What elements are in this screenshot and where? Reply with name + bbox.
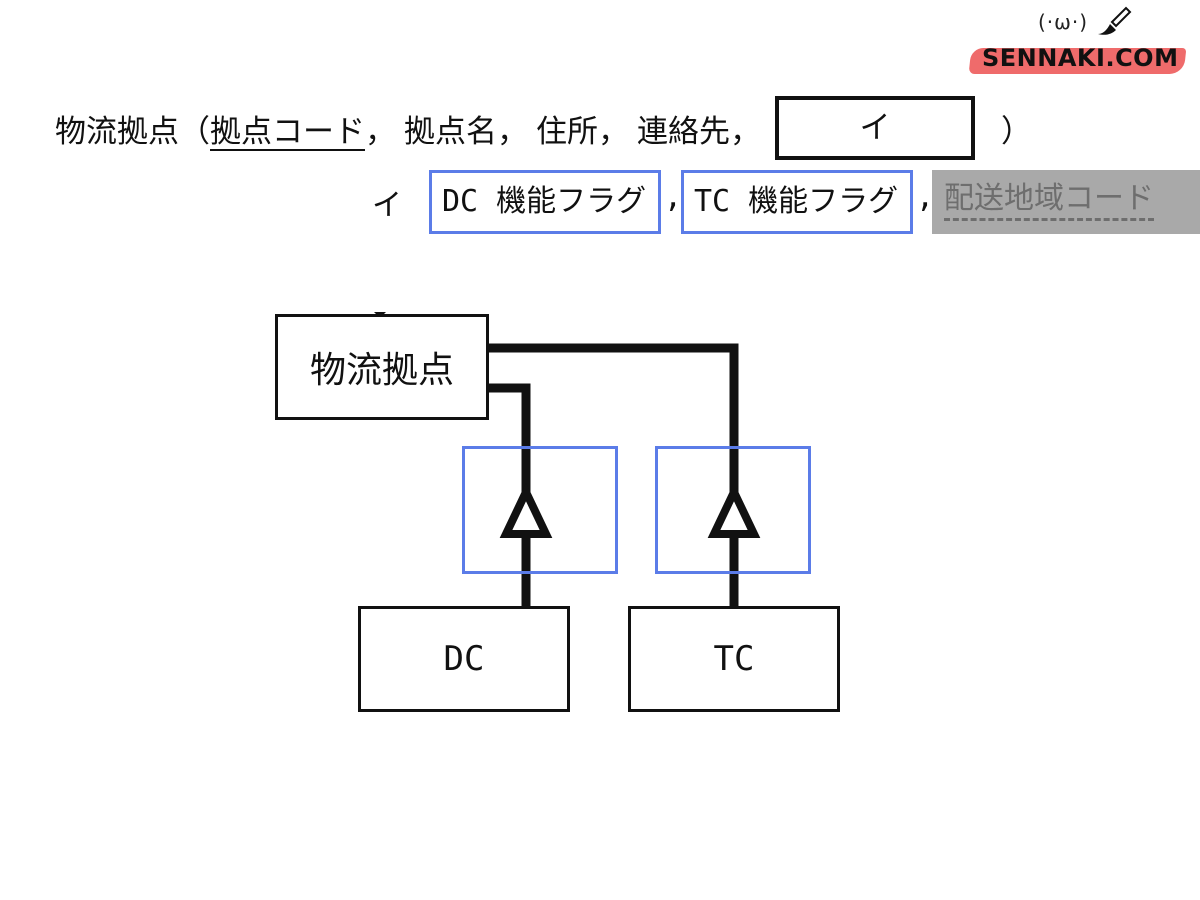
generalization-triangle-tc [707, 482, 761, 538]
brush-icon [1098, 6, 1132, 35]
schema-entity-name: 物流拠点 [55, 113, 179, 150]
schema-open-paren: （ [179, 113, 210, 150]
blank-box-i: イ [775, 96, 975, 160]
answer-label: イ [372, 188, 402, 223]
logo-text: SENNAKI.COM [982, 44, 1179, 72]
answer-line: イ DC 機能フラグ , TC 機能フラグ , 配送地域コード [372, 170, 1200, 234]
attribute-address: 住所 [536, 113, 598, 150]
entity-logistics-base: 物流拠点 [275, 314, 489, 420]
primary-key-attribute: 拠点コード [210, 113, 365, 150]
entity-dc: DC [358, 606, 570, 712]
schema-separator: ， [497, 113, 528, 150]
entity-tc: TC [628, 606, 840, 712]
site-logo: (·ω·) SENNAKI.COM [960, 4, 1190, 84]
highlight-box-tc-relationship [655, 446, 811, 574]
answer-option-delivery-area-code-text: 配送地域コード [944, 181, 1154, 221]
attribute-name: 拠点名 [404, 113, 497, 150]
attribute-contact: 連絡先 [637, 113, 730, 150]
answer-separator: , [664, 180, 683, 215]
answer-option-tc-flag: TC 機能フラグ [681, 170, 913, 234]
schema-separator: ， [365, 113, 396, 150]
answer-separator: , [916, 180, 935, 215]
schema-separator: ， [730, 113, 761, 150]
highlight-box-dc-relationship [462, 446, 618, 574]
logo-face-emoticon: (·ω·) [1038, 10, 1089, 34]
relation-schema: 物流拠点 （ 拠点コード ， 拠点名 ， 住所 ， 連絡先 ， イ ） [55, 96, 1032, 160]
schema-separator: ， [598, 113, 629, 150]
schema-close-paren: ） [1001, 113, 1032, 150]
answer-option-delivery-area-code: 配送地域コード [932, 170, 1200, 234]
generalization-triangle-dc [499, 482, 553, 538]
answer-option-dc-flag: DC 機能フラグ [429, 170, 661, 234]
